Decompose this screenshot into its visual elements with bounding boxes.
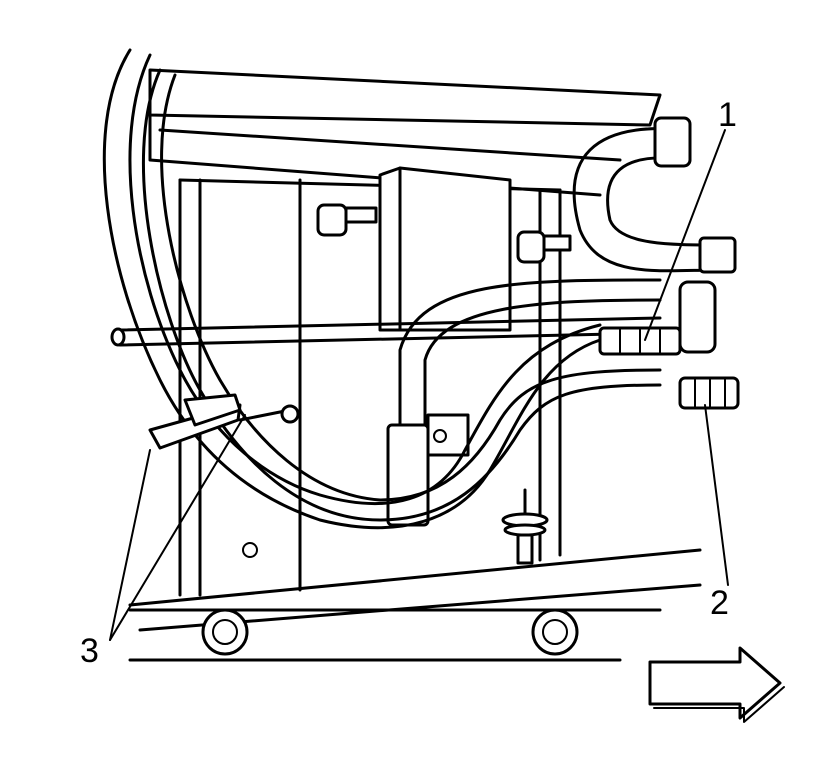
connector-2 bbox=[678, 376, 740, 410]
arrow-right-icon bbox=[648, 646, 785, 723]
stud-upper-left bbox=[316, 203, 378, 237]
harness-clip bbox=[148, 393, 300, 450]
callout-label-3: 3 bbox=[80, 632, 99, 670]
lower-rails bbox=[128, 548, 702, 662]
callout-label-2: 2 bbox=[710, 584, 729, 622]
connector-1 bbox=[598, 280, 717, 356]
stud-upper-right bbox=[516, 230, 572, 264]
mounting-panel bbox=[178, 166, 562, 597]
harness-upper bbox=[102, 48, 602, 530]
pipe-loop bbox=[572, 116, 737, 274]
callout-label-1: 1 bbox=[718, 96, 737, 134]
harness-lower bbox=[142, 68, 662, 522]
bolt-lower bbox=[242, 488, 549, 565]
leader-lines bbox=[109, 129, 729, 641]
